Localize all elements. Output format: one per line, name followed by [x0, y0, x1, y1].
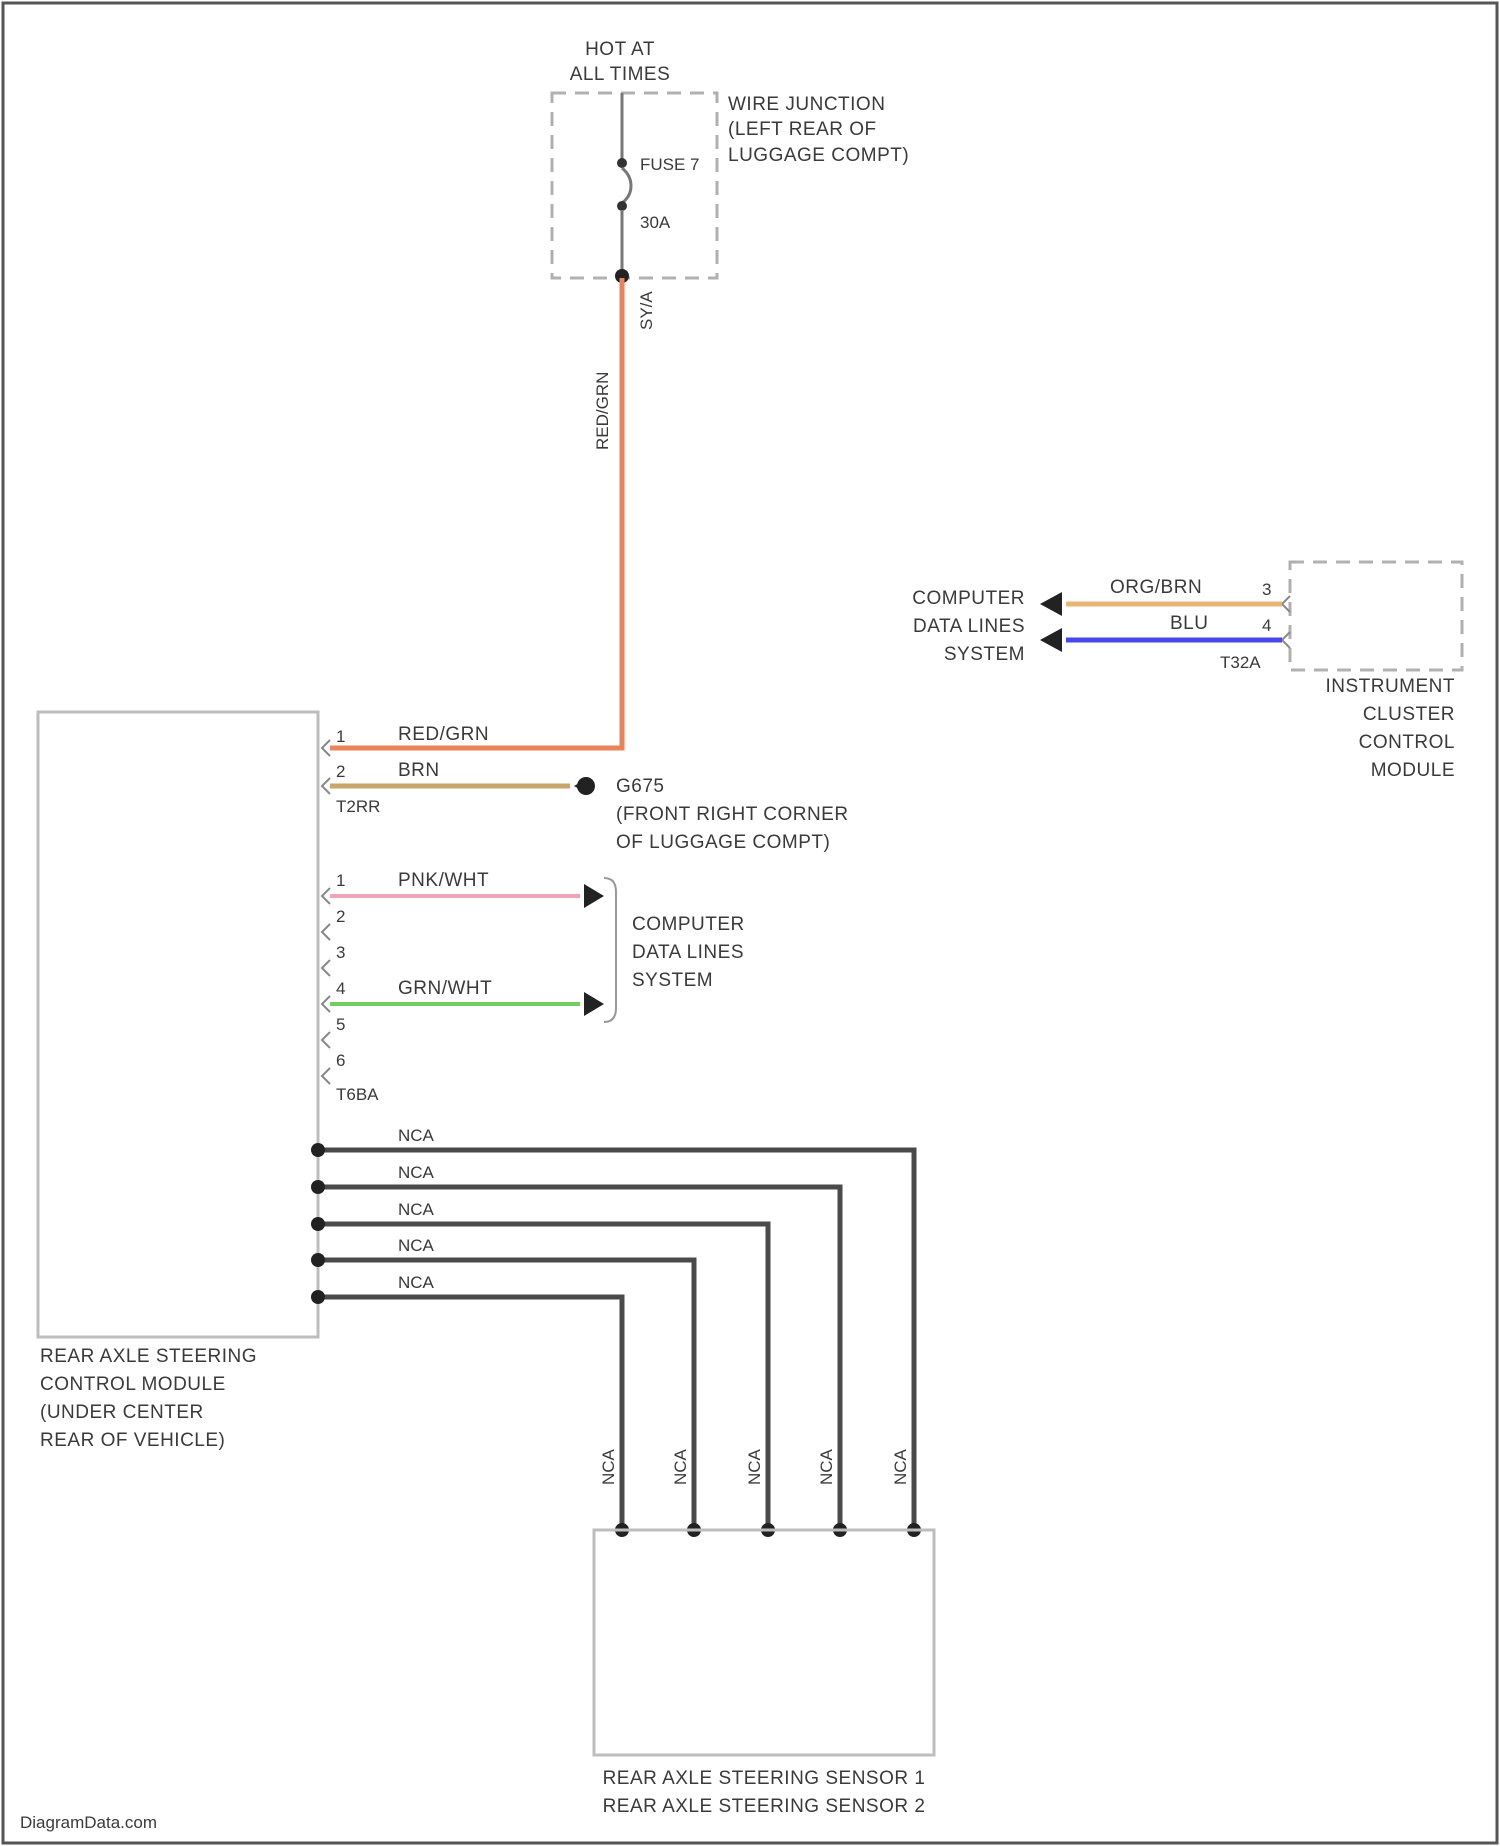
ground-loc-line1: (FRONT RIGHT CORNER: [616, 804, 849, 825]
cdl-left-line2: DATA LINES: [913, 616, 1025, 637]
nca-wire-3: [318, 1224, 768, 1530]
cluster-pin-4: [1282, 632, 1290, 648]
sensor-name-line1: REAR AXLE STEERING SENSOR 1: [603, 1768, 926, 1789]
nca-vlabel-1: NCA: [599, 1448, 618, 1485]
fuse-terminal-top: [617, 158, 627, 168]
cluster-line4: MODULE: [1371, 760, 1455, 781]
nca-vlabel-3: NCA: [745, 1448, 764, 1485]
diagram-frame: [3, 3, 1497, 1843]
blu-arrow: [1040, 628, 1062, 652]
nca-label-4: NCA: [398, 1236, 435, 1255]
module-name-line3: (UNDER CENTER: [40, 1402, 204, 1423]
ground-loc-line2: OF LUGGAGE COMPT): [616, 832, 830, 853]
t6ba-pin6: 6: [336, 1051, 345, 1070]
t6ba-pin3: 3: [336, 943, 345, 962]
cdl-left-line3: SYSTEM: [944, 644, 1025, 665]
junction-line2: (LEFT REAR OF: [728, 119, 877, 140]
nca-label-2: NCA: [398, 1163, 435, 1182]
cluster-line2: CLUSTER: [1363, 704, 1455, 725]
instrument-cluster-box: [1290, 562, 1462, 670]
junction-line3: LUGGAGE COMPT): [728, 145, 909, 166]
hot-label-line2: ALL TIMES: [570, 64, 671, 85]
cdl-left-line1: COMPUTER: [912, 588, 1025, 609]
pnk-wht-label: PNK/WHT: [398, 870, 489, 891]
connector-t6ba: [322, 888, 330, 1084]
fuse-terminal-bottom: [617, 201, 627, 211]
nca-label-5: NCA: [398, 1273, 435, 1292]
fuse-rating: 30A: [640, 213, 671, 232]
watermark: DiagramData.com: [20, 1813, 157, 1832]
connector-pin-1: [322, 740, 330, 756]
junction-line1: WIRE JUNCTION: [728, 94, 885, 115]
nca-label-1: NCA: [398, 1126, 435, 1145]
cdl-right-line3: SYSTEM: [632, 970, 713, 991]
nca-vlabel-2: NCA: [671, 1448, 690, 1485]
cdl-right-line2: DATA LINES: [632, 942, 744, 963]
cdl-bracket-right: [604, 878, 616, 1022]
wire-junction-box: [552, 93, 717, 278]
module-name-line1: REAR AXLE STEERING: [40, 1346, 257, 1367]
sensor-name-line2: REAR AXLE STEERING SENSOR 2: [603, 1796, 926, 1817]
t6ba-pin2: 2: [336, 907, 345, 926]
grn-wht-label: GRN/WHT: [398, 978, 492, 999]
nca-wire-5: [318, 1297, 622, 1530]
t6ba-pin4: 4: [336, 979, 345, 998]
fuse-label: FUSE 7: [640, 155, 700, 174]
nca-wire-4: [318, 1260, 694, 1530]
pnk-wht-arrow: [584, 884, 604, 908]
ground-id: G675: [616, 776, 664, 797]
pin1-wire: RED/GRN: [398, 724, 489, 745]
org-brn-arrow: [1040, 592, 1062, 616]
module-name-line4: REAR OF VEHICLE): [40, 1430, 225, 1451]
module-name-line2: CONTROL MODULE: [40, 1374, 226, 1395]
nca-vlabel-5: NCA: [891, 1448, 910, 1485]
blu-pin: 4: [1262, 616, 1271, 635]
cdl-right-line1: COMPUTER: [632, 914, 745, 935]
connector-pin-2: [322, 778, 330, 794]
rear-axle-steering-module-box: [38, 712, 318, 1337]
t6ba-pin1: 1: [336, 871, 345, 890]
t32a-label: T32A: [1220, 653, 1261, 672]
pin2-number: 2: [336, 762, 345, 781]
org-brn-pin: 3: [1262, 580, 1271, 599]
connector-b-id: T6BA: [336, 1085, 379, 1104]
nca-vlabel-4: NCA: [817, 1448, 836, 1485]
rear-axle-steering-sensor-box: [594, 1530, 934, 1755]
hot-label-line1: HOT AT: [585, 39, 655, 60]
junction-connector-id: SY/A: [637, 291, 656, 330]
vertical-wire-color: RED/GRN: [593, 372, 612, 450]
t6ba-pin5: 5: [336, 1015, 345, 1034]
grn-wht-arrow: [584, 992, 604, 1016]
connector-a-id: T2RR: [336, 797, 380, 816]
blu-label: BLU: [1170, 613, 1208, 634]
org-brn-label: ORG/BRN: [1110, 577, 1202, 598]
fuse-icon: [622, 168, 631, 203]
pin1-number: 1: [336, 727, 345, 746]
cluster-line3: CONTROL: [1359, 732, 1455, 753]
pin2-wire: BRN: [398, 760, 440, 781]
wire-red-grn: [330, 278, 622, 748]
cluster-line1: INSTRUMENT: [1325, 676, 1455, 697]
nca-label-3: NCA: [398, 1200, 435, 1219]
